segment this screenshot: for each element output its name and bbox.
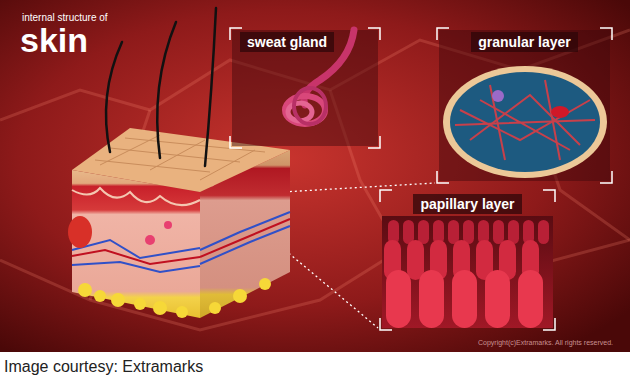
papilla: [452, 270, 477, 328]
papilla: [538, 220, 549, 244]
papilla: [448, 220, 459, 244]
panel-bracket: [437, 28, 612, 183]
papilla: [403, 220, 414, 244]
panel-heading: granular layer: [471, 32, 578, 52]
panel-heading: sweat gland: [240, 32, 334, 52]
papilla: [419, 270, 444, 328]
copyright-note: Copyright(c)Extramarks. All rights reser…: [478, 339, 613, 347]
papilla: [463, 220, 474, 244]
panel-bracket: [380, 190, 555, 330]
papillary-layer-inset: [382, 216, 553, 328]
granular-layer-inset: [439, 30, 610, 181]
papilla: [407, 240, 424, 280]
papilla: [493, 220, 504, 244]
title-prefix: internal structure of: [22, 12, 108, 23]
inset-panel: granular layer: [437, 28, 612, 183]
image-caption: Image courtesy: Extramarks: [4, 358, 203, 376]
panel-heading: papillary layer: [413, 194, 521, 214]
sweat-gland-inset: [232, 30, 378, 146]
panel-bracket: [230, 28, 380, 148]
papilla: [518, 270, 543, 328]
papilla: [386, 270, 411, 328]
papilla: [485, 270, 510, 328]
caption-ground: [0, 352, 630, 383]
diagram-title: skin: [20, 22, 88, 59]
papilla: [418, 220, 429, 244]
background: [0, 0, 630, 352]
network-pattern: [0, 30, 630, 330]
inset-panel: sweat gland: [230, 28, 380, 148]
inset-panel: papillary layer: [380, 190, 555, 330]
